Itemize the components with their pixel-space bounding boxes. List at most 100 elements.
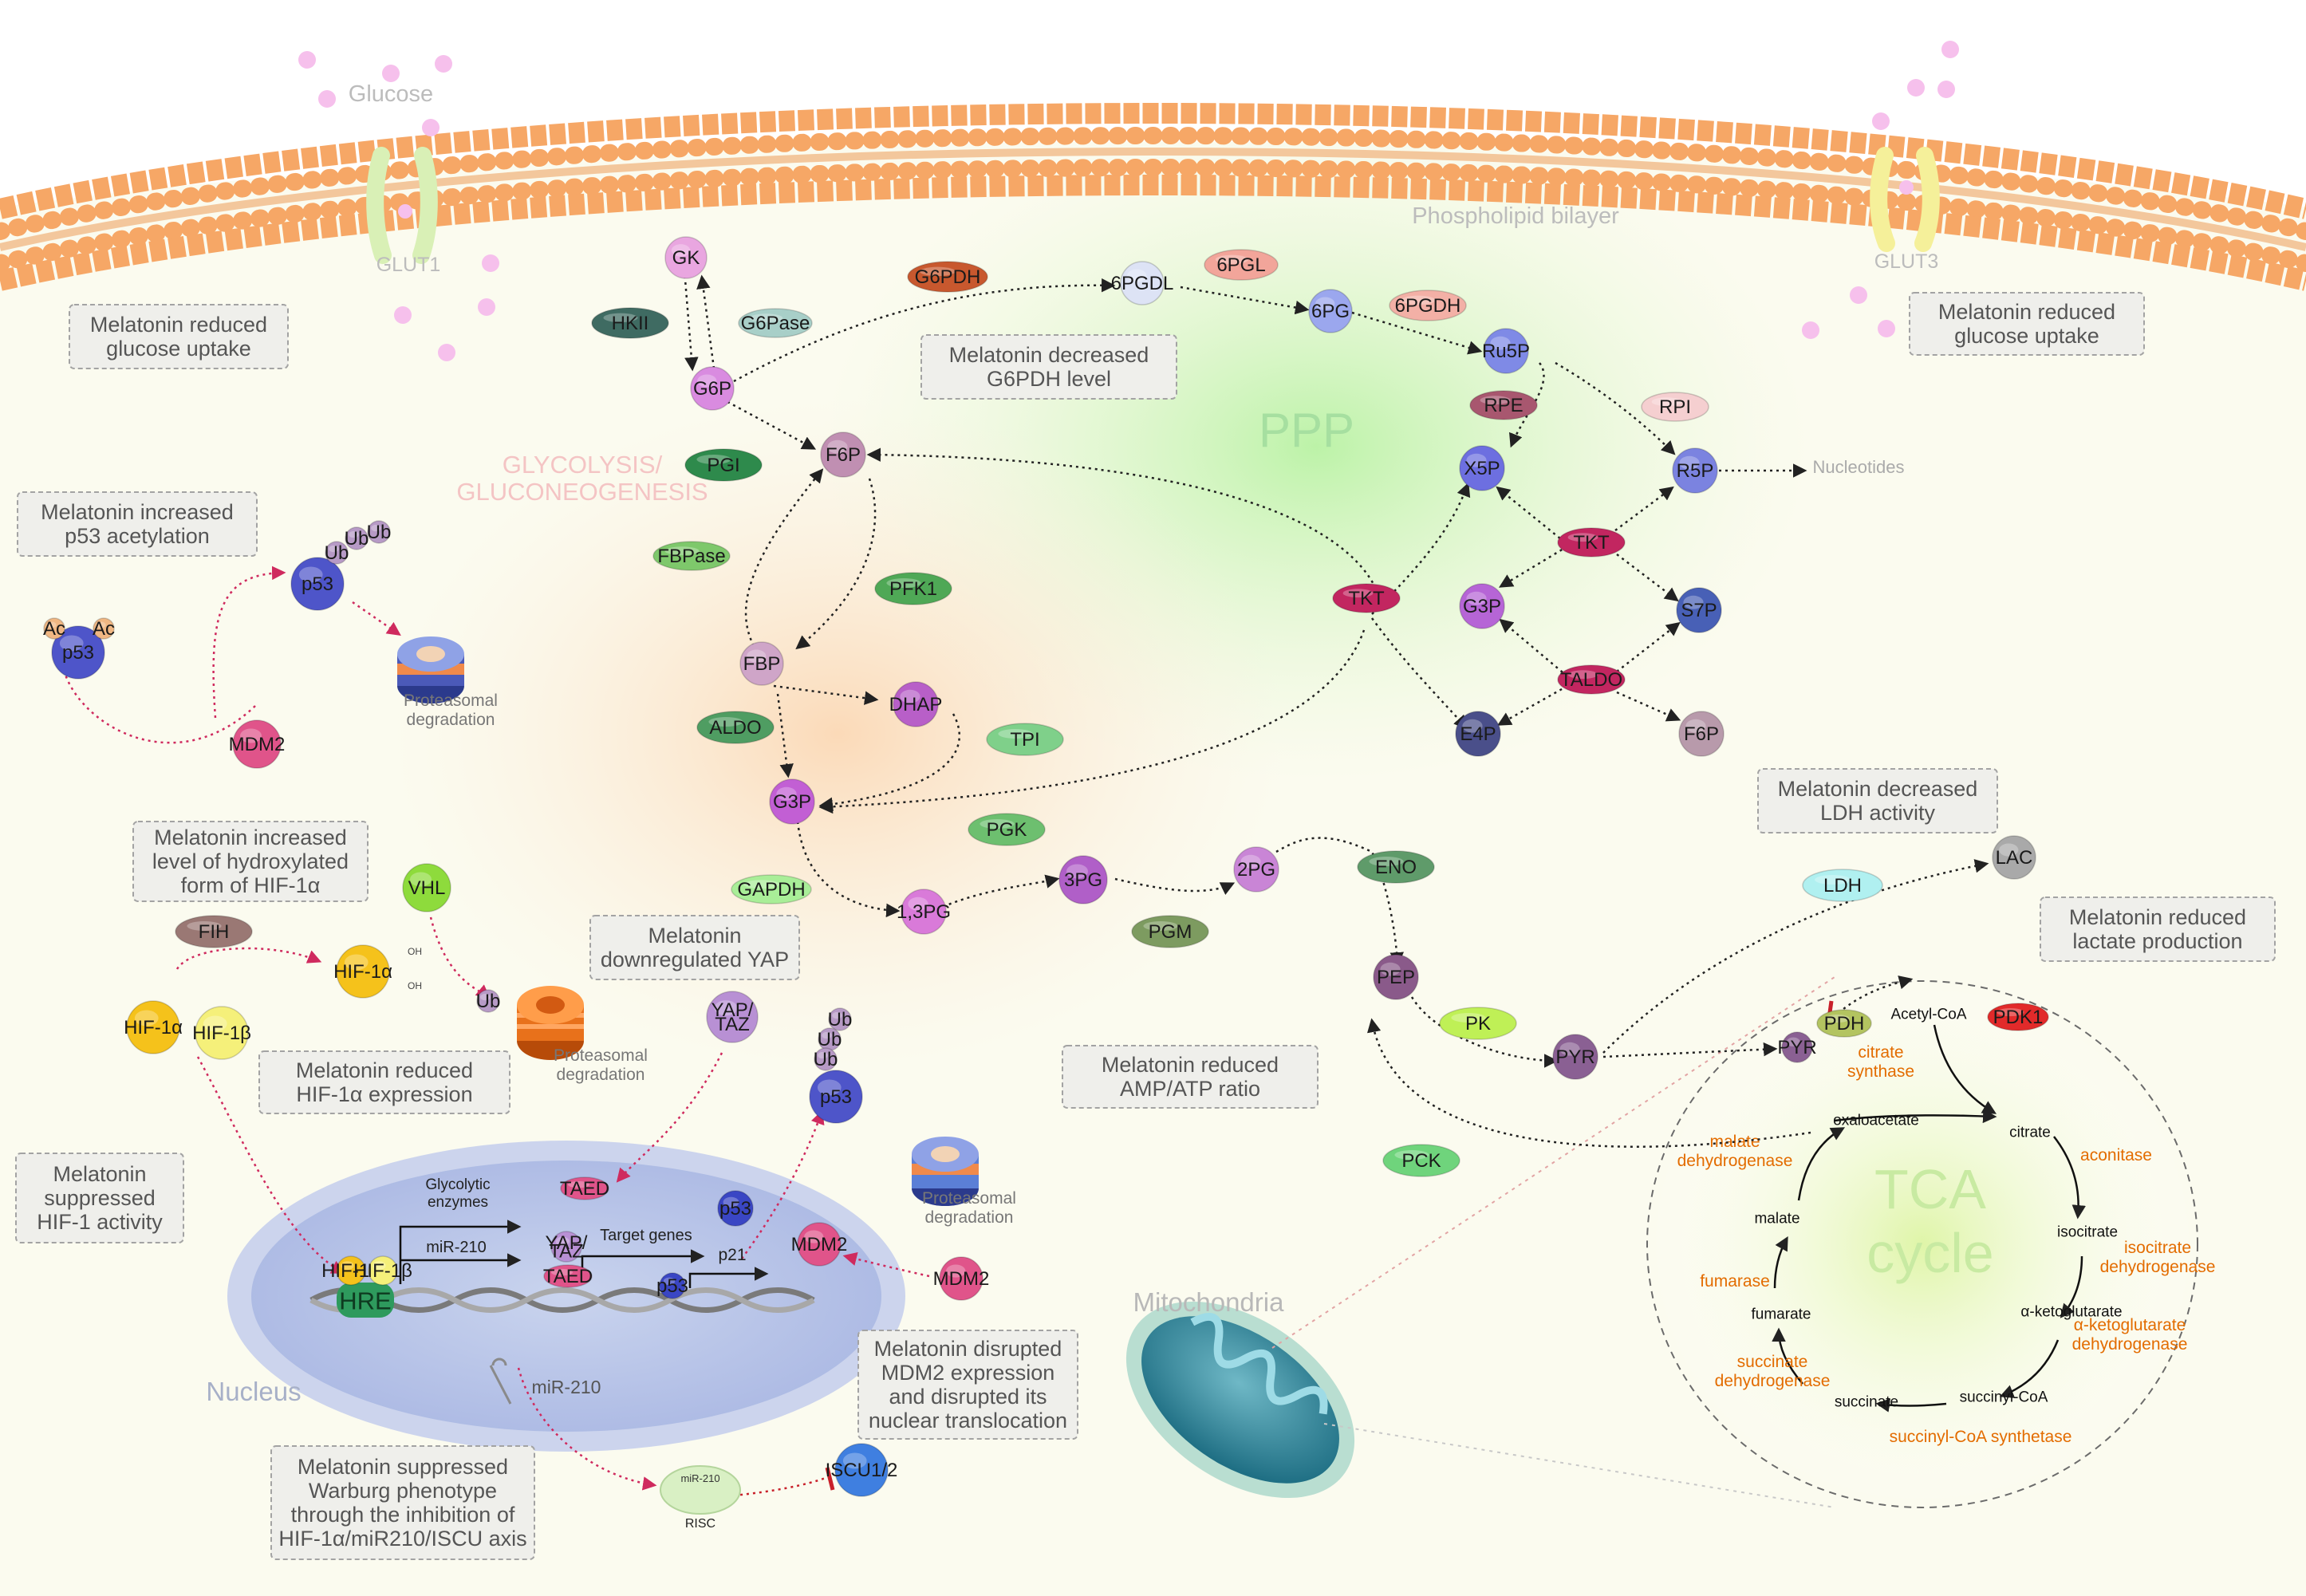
- node-highlight: [817, 1079, 842, 1096]
- node-fbp: FBP: [739, 641, 784, 686]
- node-shape: [1802, 869, 1883, 902]
- node-label: p53: [719, 1198, 751, 1220]
- node-highlight: [344, 954, 369, 971]
- tca-succinyl-coa-synthetase: succinyl-CoA synthetase: [1890, 1428, 2072, 1446]
- node-highlight: [920, 266, 956, 277]
- node-mdm2-left: MDM2: [229, 719, 285, 769]
- node-highlight: [298, 566, 323, 583]
- node-shape: [986, 723, 1064, 756]
- node-ac2: Ac: [93, 617, 115, 640]
- node-label: PCK: [1401, 1150, 1441, 1172]
- node-highlight: [1651, 397, 1682, 407]
- zoom-line-bottom: [1323, 1423, 1835, 1508]
- node-shape: [664, 236, 708, 279]
- node-highlight: [1997, 1007, 2024, 1017]
- mir210-label: miR-210: [532, 1377, 601, 1397]
- node-highlight: [1066, 864, 1088, 879]
- node-yap-taz: YAP/TAZ: [706, 991, 759, 1043]
- note-box-bg: [1757, 768, 1998, 833]
- zoom-line-top: [1271, 976, 1835, 1349]
- node-iscu: ISCU1/2: [826, 1443, 898, 1497]
- node-13pg: 1,3PG: [897, 889, 951, 935]
- note-box-bg: [258, 1050, 510, 1114]
- node-label: G6PDH: [915, 266, 981, 288]
- node-label: MDM2: [933, 1268, 990, 1290]
- node-pk: PK: [1439, 1007, 1517, 1040]
- node-shape: [893, 681, 939, 727]
- note-box-bg: [69, 304, 289, 369]
- node-highlight: [980, 819, 1015, 829]
- node-shape: [1382, 1144, 1460, 1177]
- node-highlight: [1451, 1013, 1486, 1023]
- node-shape: [1641, 392, 1709, 422]
- risc-mir210-label: miR-210: [680, 1472, 719, 1484]
- tca-cycle-arrows: [1772, 1024, 2086, 1413]
- node-shape: [814, 1047, 838, 1071]
- node-shape: [368, 1255, 398, 1286]
- node-p53-ub: p53: [290, 557, 345, 611]
- node-shape: [1816, 1009, 1872, 1038]
- node-ru5p: Ru5P: [1482, 328, 1530, 374]
- node-shape: [834, 1443, 889, 1497]
- node-pep: PEP: [1373, 954, 1419, 1000]
- node-shape: [1676, 587, 1722, 633]
- node-shape: [1233, 846, 1279, 893]
- node-highlight: [747, 649, 767, 663]
- node-taed-dna: TAED: [543, 1264, 593, 1288]
- node-highlight: [1480, 396, 1511, 405]
- node-shape: [828, 1007, 852, 1031]
- node-highlight: [749, 313, 783, 323]
- node-label: Ac: [43, 618, 65, 640]
- oh-label-2: OH: [408, 980, 422, 991]
- node-taldo: TALDO: [1557, 664, 1626, 695]
- node-label: GAPDH: [737, 879, 805, 900]
- node-shape: [543, 1264, 593, 1288]
- node-pck: PCK: [1382, 1144, 1460, 1177]
- node-label: PYR: [1555, 1046, 1594, 1068]
- node-shape: [684, 448, 763, 482]
- node-gapdh: GAPDH: [731, 874, 812, 904]
- node-highlight: [59, 635, 84, 652]
- node-highlight: [480, 993, 491, 1001]
- node-p53-ac: p53: [51, 625, 105, 680]
- tca-citrate: citrate: [2009, 1125, 2051, 1141]
- node-label: F6P: [826, 444, 861, 466]
- proteasome-top: [397, 636, 464, 703]
- node-label: p53: [656, 1275, 688, 1297]
- node-r5p: R5P: [1672, 447, 1718, 494]
- node-hif1b-dna: HIF-1β: [353, 1255, 412, 1286]
- node-p53-nuc: p53: [809, 1070, 863, 1124]
- node-label: TKT: [1573, 532, 1610, 554]
- node-mdm2-right: MDM2: [933, 1256, 990, 1301]
- node-highlight: [1466, 453, 1487, 467]
- node-highlight: [671, 244, 691, 257]
- node-label: ISCU1/2: [826, 1460, 898, 1481]
- node-shape: [696, 711, 775, 744]
- mir210-gene-label: miR-210: [426, 1239, 487, 1256]
- node-highlight: [827, 439, 848, 454]
- node-label: p53: [62, 642, 94, 664]
- glucose-label: Glucose: [349, 81, 433, 107]
- node-shape: [43, 617, 65, 640]
- node-highlight: [842, 1452, 867, 1469]
- node-label: PDH: [1824, 1013, 1865, 1034]
- node-shape: [1120, 261, 1165, 305]
- glycolysis-region: [391, 399, 1284, 1069]
- node-label: PGK: [987, 819, 1027, 841]
- node-pdk1: PDK1: [1987, 1003, 2049, 1031]
- node-highlight: [1215, 254, 1249, 265]
- node-ub3: Ub: [367, 520, 391, 544]
- node-label: ALDO: [709, 717, 761, 739]
- cell-membrane: [0, 103, 2306, 291]
- node-label: ENO: [1375, 857, 1417, 878]
